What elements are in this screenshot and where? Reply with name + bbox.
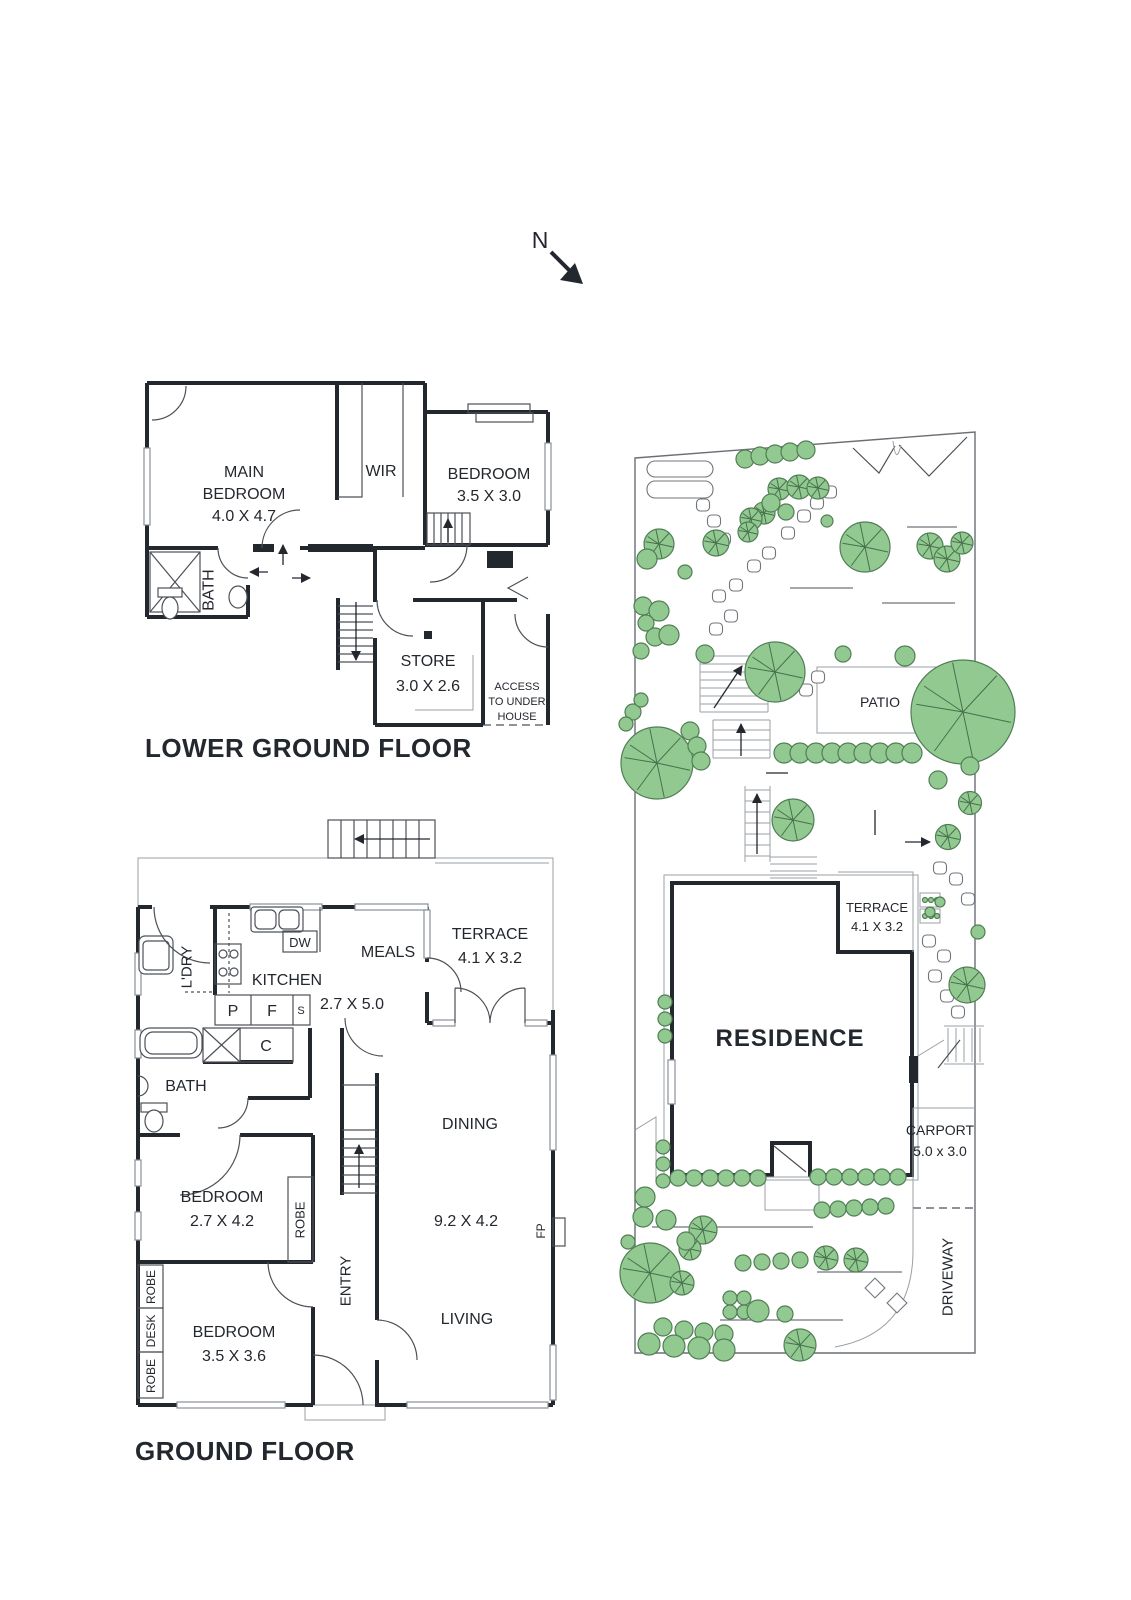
gf-terrace-label: TERRACE	[452, 926, 528, 943]
dining-label: DINING	[442, 1116, 498, 1133]
ground-floor-title: GROUND FLOOR	[135, 1436, 355, 1466]
entry-label: ENTRY	[337, 1256, 354, 1307]
living-label: LIVING	[441, 1311, 493, 1328]
site-terrace-label: TERRACE	[846, 900, 908, 915]
shelf-label: S	[297, 1005, 304, 1017]
lg-bedroom-dims: 3.5 X 3.0	[457, 488, 521, 505]
gf-internal-stairs	[342, 1084, 377, 1194]
main-bedroom-label2: BEDROOM	[203, 486, 286, 503]
access-label2: TO UNDER	[488, 696, 545, 708]
gf-bath-fixtures	[137, 1027, 203, 1133]
laundry-label: L'DRY	[178, 946, 195, 989]
gf-external-stairs	[327, 819, 436, 859]
north-label: N	[532, 227, 549, 253]
bedroom2-label: BEDROOM	[193, 1324, 276, 1341]
lg-labels: MAIN BEDROOM 4.0 X 4.7 WIR BEDROOM 3.5 X…	[145, 463, 546, 763]
gf-doors	[153, 906, 526, 1406]
lg-bath-label: BATH	[201, 569, 218, 610]
site-stairs	[699, 655, 984, 1069]
dishwasher-label: DW	[289, 935, 311, 950]
robe3-label: ROBE	[144, 1359, 158, 1393]
bedroom1-dims: 2.7 X 4.2	[190, 1213, 254, 1230]
bedroom1-label: BEDROOM	[181, 1189, 264, 1206]
north-compass: N	[532, 227, 583, 284]
site-labels: PATIO TERRACE 4.1 X 3.2 RESIDENCE CARPOR…	[715, 694, 974, 1316]
living-dims: 9.2 X 4.2	[434, 1213, 498, 1230]
north-arrowhead-icon	[560, 263, 583, 284]
site-plan: PATIO TERRACE 4.1 X 3.2 RESIDENCE CARPOR…	[618, 431, 1015, 1362]
pantry-label: P	[228, 1003, 239, 1020]
lg-wir-shelving	[338, 383, 404, 498]
lg-bedroom-label: BEDROOM	[448, 466, 531, 483]
carport-dims: 5.0 x 3.0	[913, 1143, 967, 1159]
gf-closets	[137, 1176, 566, 1399]
gf-labels: L'DRY KITCHEN 2.7 X 5.0 DW MEALS TERRACE…	[135, 926, 548, 1466]
lg-walls	[145, 381, 550, 727]
bedroom2-dims: 3.5 X 3.6	[202, 1348, 266, 1365]
cupboard-label: C	[260, 1038, 272, 1055]
lower-ground-floor-title: LOWER GROUND FLOOR	[145, 733, 472, 763]
fireplace-label: FP	[534, 1223, 548, 1238]
lg-bath-fixtures	[149, 551, 248, 620]
store-dims: 3.0 X 2.6	[396, 678, 460, 695]
lg-bedroom-stairs	[426, 512, 471, 546]
gf-kitchen-fixtures	[138, 906, 321, 1063]
residence-label: RESIDENCE	[715, 1025, 864, 1052]
lg-stairs-down	[338, 602, 373, 663]
site-terrace-dims: 4.1 X 3.2	[851, 919, 903, 934]
lg-doors	[151, 385, 549, 648]
kitchen-dims: 2.7 X 5.0	[320, 996, 384, 1013]
gf-eaves-outline	[137, 857, 554, 1421]
main-bedroom-dims: 4.0 X 4.7	[212, 508, 276, 525]
kitchen-label: KITCHEN	[252, 972, 322, 989]
stepping-stones	[695, 485, 976, 1314]
site-features	[634, 436, 968, 1321]
trees	[618, 440, 1015, 1362]
robe2-label: ROBE	[144, 1270, 158, 1304]
robe1-label: ROBE	[293, 1201, 308, 1238]
lg-deck-steps	[415, 403, 548, 726]
access-label1: ACCESS	[494, 681, 539, 693]
wir-label: WIR	[365, 463, 396, 480]
ground-floor-plan: L'DRY KITCHEN 2.7 X 5.0 DW MEALS TERRACE…	[134, 819, 566, 1466]
main-bedroom-label: MAIN	[224, 464, 264, 481]
store-label: STORE	[401, 653, 456, 670]
desk-label: DESK	[144, 1315, 158, 1348]
access-label3: HOUSE	[497, 711, 536, 723]
property-boundary	[634, 431, 976, 1354]
gf-bath-label: BATH	[165, 1078, 206, 1095]
lg-windows	[143, 442, 552, 526]
patio-label: PATIO	[860, 694, 900, 710]
gf-terrace-dims: 4.1 X 3.2	[458, 950, 522, 967]
meals-label: MEALS	[361, 944, 415, 961]
driveway-label: DRIVEWAY	[939, 1238, 956, 1316]
lower-ground-floor-plan: MAIN BEDROOM 4.0 X 4.7 WIR BEDROOM 3.5 X…	[143, 381, 552, 763]
carport-label: CARPORT	[906, 1122, 975, 1138]
fridge-label: F	[267, 1003, 277, 1020]
